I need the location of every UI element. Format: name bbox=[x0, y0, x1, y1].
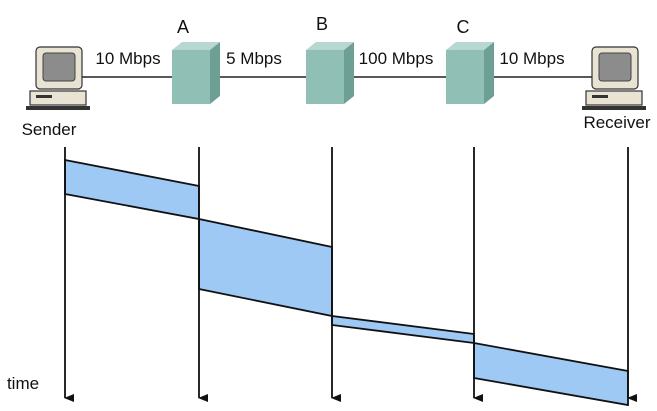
packet-a-to-b bbox=[198, 217, 333, 318]
router-a-icon bbox=[172, 42, 220, 104]
link-rate-a-b: 5 Mbps bbox=[226, 49, 282, 68]
router-b-label: B bbox=[316, 14, 328, 34]
sender-computer-icon bbox=[26, 46, 90, 110]
link-rate-sender-a: 10 Mbps bbox=[95, 49, 160, 68]
router-a-label: A bbox=[177, 17, 189, 37]
packet-c-to-receiver bbox=[473, 341, 629, 407]
time-axis-label: time bbox=[7, 374, 39, 393]
link-rate-c-receiver: 10 Mbps bbox=[499, 49, 564, 68]
router-c-icon bbox=[446, 42, 494, 104]
router-c-label: C bbox=[457, 17, 470, 37]
sender-label: Sender bbox=[22, 120, 77, 139]
router-b-icon bbox=[306, 42, 354, 104]
packet-sender-to-a bbox=[64, 158, 200, 221]
receiver-computer-icon bbox=[582, 46, 646, 110]
receiver-label: Receiver bbox=[583, 113, 650, 132]
link-rate-b-c: 100 Mbps bbox=[359, 49, 434, 68]
packet-b-to-c bbox=[331, 314, 475, 345]
